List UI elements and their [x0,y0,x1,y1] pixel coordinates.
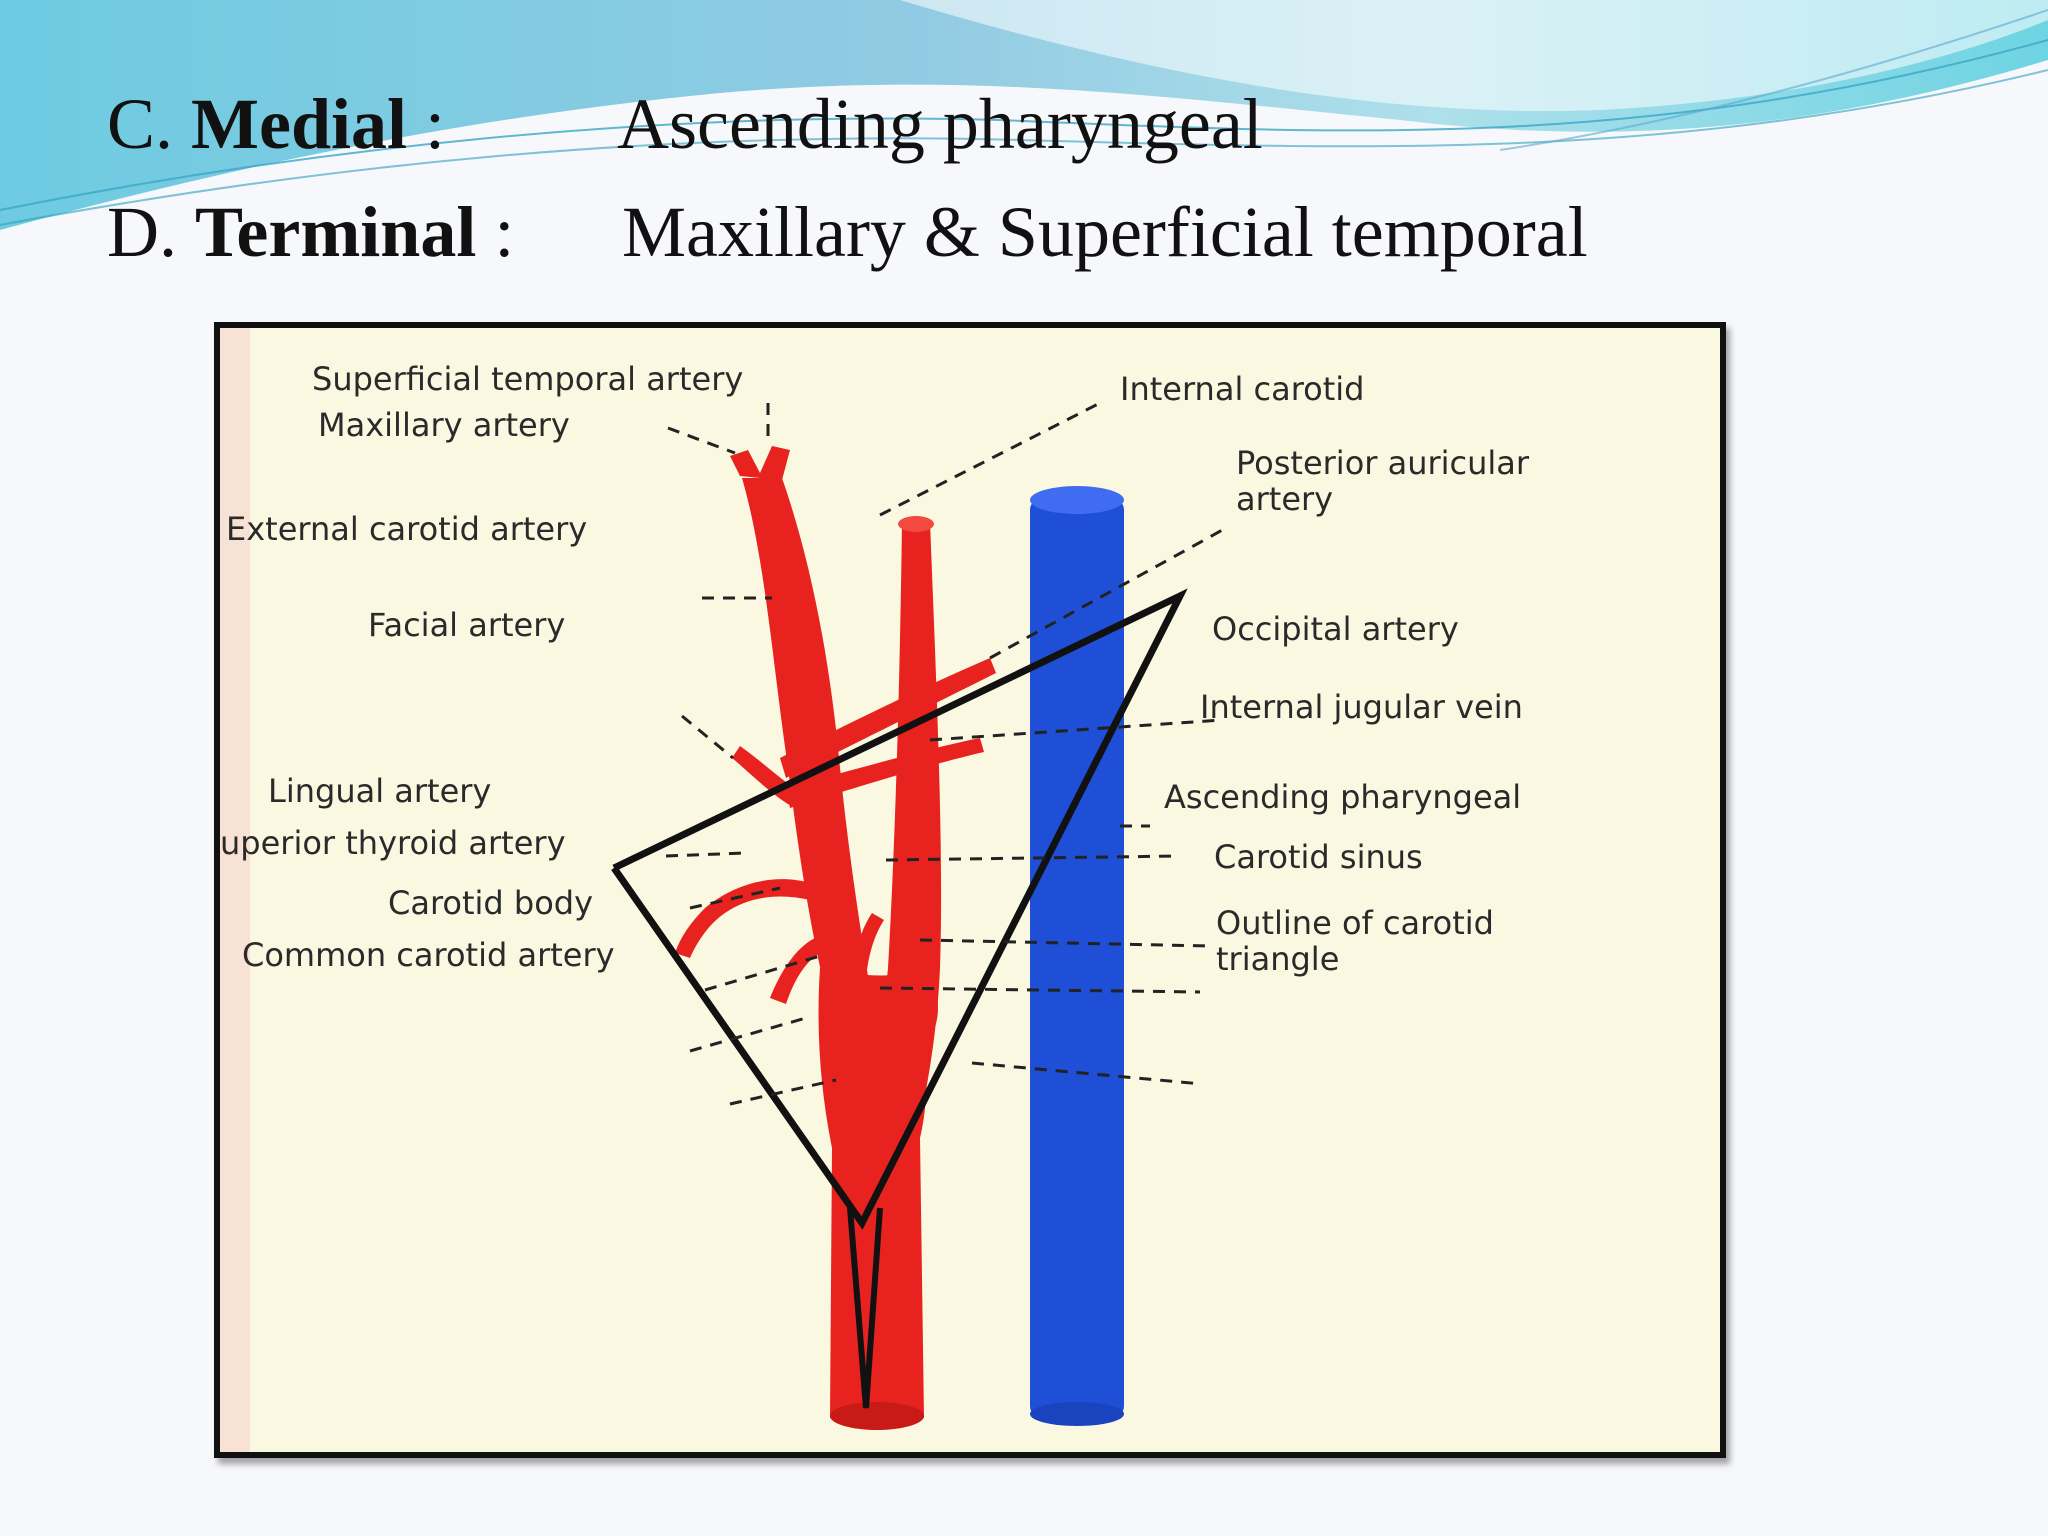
paper-edge-tint [220,328,250,1452]
label-internal-carotid: Internal carotid [1120,370,1364,408]
row-d-term: Terminal [195,192,477,272]
label-carotid-body: Carotid body [388,884,593,922]
row-c-letter: C. [107,84,192,164]
label-outline-line1: Outline of carotid [1216,904,1494,942]
row-d-separator: : [476,192,515,272]
heading-terminal: D. Terminal : Maxillary & Superficial te… [107,196,1588,268]
occipital-artery [780,658,996,778]
carotid-triangle-outline [611,588,1188,1230]
label-maxillary-artery: Maxillary artery [318,406,570,444]
posterior-auricular-branch [786,738,984,808]
heading-medial: C. Medial : Ascending pharyngeal [107,88,1263,160]
label-common-carotid-artery: Common carotid artery [242,936,615,974]
label-carotid-sinus: Carotid sinus [1214,838,1423,876]
carotid-anatomy-figure: Superficial temporal artery Maxillary ar… [214,322,1726,1458]
row-d-value: Maxillary & Superficial temporal [622,192,1588,272]
label-outline-line2: triangle [1216,940,1339,978]
row-c-term: Medial [191,84,407,164]
anatomy-diagram: Superficial temporal artery Maxillary ar… [220,328,1530,1452]
label-internal-jugular-vein: Internal jugular vein [1200,688,1523,726]
label-ascending-pharyngeal: Ascending pharyngeal [1164,778,1521,816]
triangle-apex-lines [847,1207,883,1409]
ascending-pharyngeal-artery [852,913,884,980]
row-c-separator: : [407,84,446,164]
leader-lines [665,401,1227,1106]
superior-thyroid-artery [770,938,822,1004]
carotid-sinus-bulge [882,966,938,1050]
facial-artery [732,746,805,808]
terminal-fork [730,446,790,480]
label-superior-thyroid-artery: uperior thyroid artery [220,824,566,862]
row-c-value: Ascending pharyngeal [617,84,1263,164]
internal-carotid-end [898,516,934,532]
lingual-artery [675,879,810,958]
label-posterior-auricular-line1: Posterior auricular [1236,444,1530,482]
common-carotid-artery [818,968,927,1418]
external-carotid-artery [742,478,870,988]
label-posterior-auricular-line2: artery [1236,480,1333,518]
label-external-carotid-artery: External carotid artery [226,510,587,548]
label-lingual-artery: Lingual artery [268,772,491,810]
label-superficial-temporal-artery: Superficial temporal artery [312,360,743,398]
label-occipital-artery: Occipital artery [1212,610,1459,648]
row-d-letter: D. [107,192,195,272]
label-facial-artery: Facial artery [368,606,565,644]
common-carotid-end [830,1402,924,1430]
